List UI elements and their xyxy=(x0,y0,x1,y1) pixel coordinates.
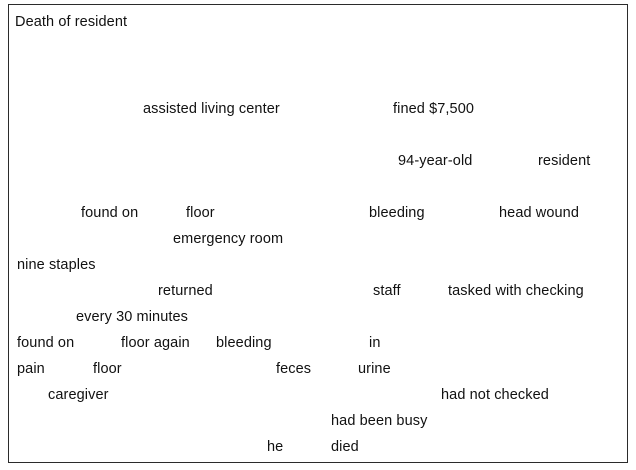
text-fragment: nine staples xyxy=(17,257,96,273)
text-fragment: floor xyxy=(93,361,122,377)
text-fragment: found on xyxy=(17,335,75,351)
page-title: Death of resident xyxy=(15,14,128,30)
text-fragment: returned xyxy=(158,283,213,299)
text-fragment: emergency room xyxy=(173,231,284,247)
text-highlight-panel: Death of resident assisted living center… xyxy=(8,4,628,463)
text-fragment: died xyxy=(331,439,359,455)
text-fragment: pain xyxy=(17,361,45,377)
text-fragment: bleeding xyxy=(369,205,425,221)
text-fragment: had not checked xyxy=(441,387,549,403)
text-fragment: staff xyxy=(373,283,401,299)
text-fragment: 94-year-old xyxy=(398,153,473,169)
text-fragment: feces xyxy=(276,361,312,377)
text-fragment: had been busy xyxy=(331,413,428,429)
text-fragment: he xyxy=(267,439,284,455)
text-fragment: bleeding xyxy=(216,335,272,351)
text-fragment: resident xyxy=(538,153,591,169)
text-fragment: floor xyxy=(186,205,215,221)
text-fragment: urine xyxy=(358,361,391,377)
text-fragment: found on xyxy=(81,205,139,221)
text-fragment: head wound xyxy=(499,205,580,221)
text-fragment: every 30 minutes xyxy=(76,309,189,325)
text-fragment: floor again xyxy=(121,335,190,351)
text-fragment: assisted living center xyxy=(143,101,280,117)
text-fragment: tasked with checking xyxy=(448,283,584,299)
text-fragment: in xyxy=(369,335,381,351)
text-fragment: fined $7,500 xyxy=(393,101,475,117)
text-fragment: caregiver xyxy=(48,387,109,403)
